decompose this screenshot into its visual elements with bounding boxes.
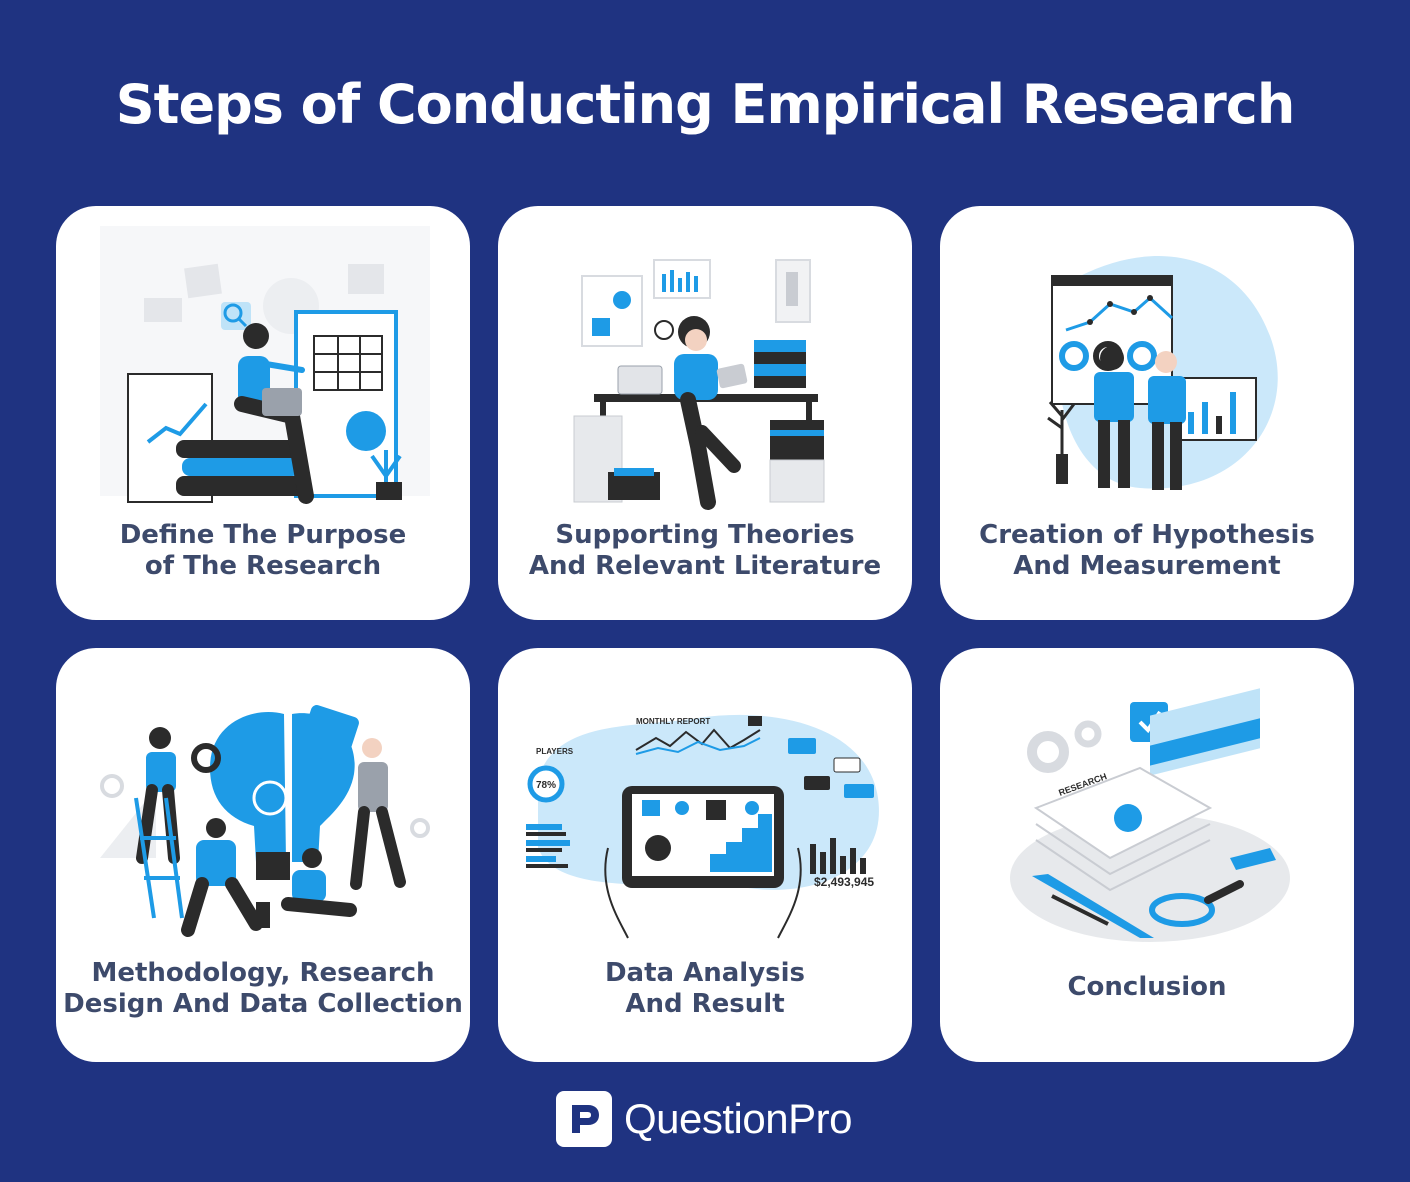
step-card-hypothesis: Creation of Hypothesis And Measurement: [940, 206, 1354, 620]
step-caption-line1: Supporting Theories: [555, 520, 855, 550]
team-puzzle-bulb-icon: [100, 705, 430, 937]
questionpro-logo-icon: [556, 1091, 612, 1147]
step-caption: Methodology, Research Design And Data Co…: [56, 958, 470, 1020]
step-caption-line1: Data Analysis: [604, 958, 806, 988]
step-caption: Data Analysis And Result: [508, 958, 902, 1020]
step-caption: Conclusion: [950, 972, 1344, 1003]
step-card-data-analysis: MONTHLY REPORT PLAYERS 78% $2,493,945 Da…: [498, 648, 912, 1062]
step-caption-line2: of The Research: [144, 551, 382, 581]
questionpro-logo: QuestionPro: [556, 1090, 852, 1148]
step-caption-line2: And Measurement: [1013, 551, 1281, 581]
step-caption-line1: Define The Purpose: [119, 520, 407, 550]
step-card-conclusion: RESEARCH Conclusion: [940, 648, 1354, 1062]
man-desk-reading-icon: [573, 259, 825, 510]
step-caption: Creation of Hypothesis And Measurement: [950, 520, 1344, 582]
step-caption-line2: And Result: [625, 989, 785, 1019]
page-title: Steps of Conducting Empirical Research: [115, 73, 1296, 136]
step-caption-line1: Methodology, Research: [91, 958, 435, 988]
step-card-methodology: Methodology, Research Design And Data Co…: [56, 648, 470, 1062]
step-card-define-purpose: Define The Purpose of The Research: [56, 206, 470, 620]
step-caption-line2: Design And Data Collection: [63, 989, 463, 1019]
amount-label: $2,493,945: [814, 875, 874, 889]
percent-label: 78%: [536, 780, 556, 791]
research-report-books-icon: RESEARCH: [1010, 688, 1290, 942]
step-caption-line1: Conclusion: [1067, 972, 1227, 1002]
tablet-dashboard-icon: MONTHLY REPORT PLAYERS 78% $2,493,945: [526, 714, 879, 939]
players-label: PLAYERS: [536, 747, 574, 756]
step-caption: Supporting Theories And Relevant Literat…: [508, 520, 902, 582]
brand-name: QuestionPro: [624, 1095, 852, 1142]
people-analyzing-charts-icon: [1047, 256, 1278, 490]
monthly-report-label: MONTHLY REPORT: [636, 717, 710, 726]
step-caption-line1: Creation of Hypothesis: [979, 520, 1315, 550]
step-caption-line2: And Relevant Literature: [528, 551, 882, 581]
step-card-supporting-theories: Supporting Theories And Relevant Literat…: [498, 206, 912, 620]
step-caption: Define The Purpose of The Research: [66, 520, 460, 582]
woman-laptop-planning-icon: [100, 226, 430, 504]
